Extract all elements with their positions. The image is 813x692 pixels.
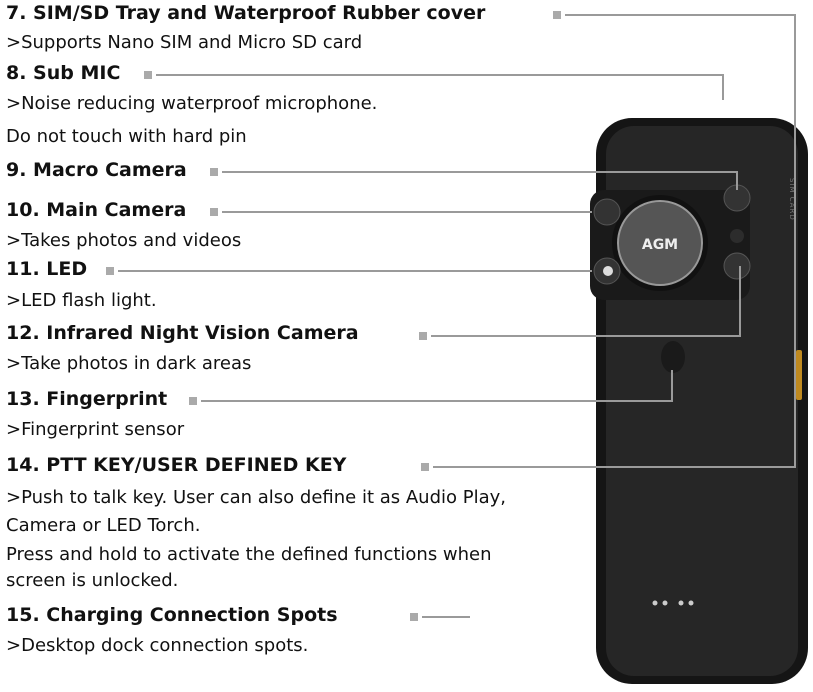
item-desc: Camera or LED Torch. — [6, 515, 201, 536]
item-desc: >Take photos in dark areas — [6, 353, 252, 374]
leader-markers — [106, 11, 561, 621]
item-desc: >Supports Nano SIM and Micro SD card — [6, 32, 363, 53]
item-title: 13. Fingerprint — [6, 388, 168, 410]
infrared-camera-lens — [723, 252, 751, 280]
ptt-key — [796, 350, 802, 400]
item-title: 7. SIM/SD Tray and Waterproof Rubber cov… — [6, 2, 486, 24]
item-desc: >Fingerprint sensor — [6, 419, 185, 440]
item-desc: >Push to talk key. User can also define … — [6, 487, 510, 508]
speaker-grille — [617, 200, 703, 286]
sensor — [730, 229, 744, 243]
item-desc: Do not touch with hard pin — [6, 126, 247, 147]
charging-spot — [678, 600, 684, 606]
item-desc: >Noise reducing waterproof microphone. — [6, 93, 378, 114]
item-desc: Press and hold to activate the defined f… — [6, 544, 492, 565]
item-desc: >LED flash light. — [6, 290, 157, 311]
charging-spot — [662, 600, 668, 606]
item-title: 15. Charging Connection Spots — [6, 604, 338, 626]
led-bulb — [603, 266, 613, 276]
item-desc: >Desktop dock connection spots. — [6, 635, 309, 656]
sim-card-side-label: SIM CARD — [788, 178, 796, 221]
main-camera-lens — [593, 198, 621, 226]
item-desc: >Takes photos and videos — [6, 230, 242, 251]
item-desc: screen is unlocked. — [6, 570, 179, 591]
agm-logo: AGM — [642, 237, 678, 253]
charging-spot — [652, 600, 658, 606]
leader-lines — [118, 14, 796, 618]
item-title: 9. Macro Camera — [6, 159, 187, 181]
item-title: 10. Main Camera — [6, 199, 187, 221]
charging-spot — [688, 600, 694, 606]
item-title: 11. LED — [6, 258, 88, 280]
item-title: 14. PTT KEY/USER DEFINED KEY — [6, 454, 347, 476]
item-title: 8. Sub MIC — [6, 62, 121, 84]
fingerprint-sensor — [661, 341, 685, 373]
item-title: 12. Infrared Night Vision Camera — [6, 322, 359, 344]
